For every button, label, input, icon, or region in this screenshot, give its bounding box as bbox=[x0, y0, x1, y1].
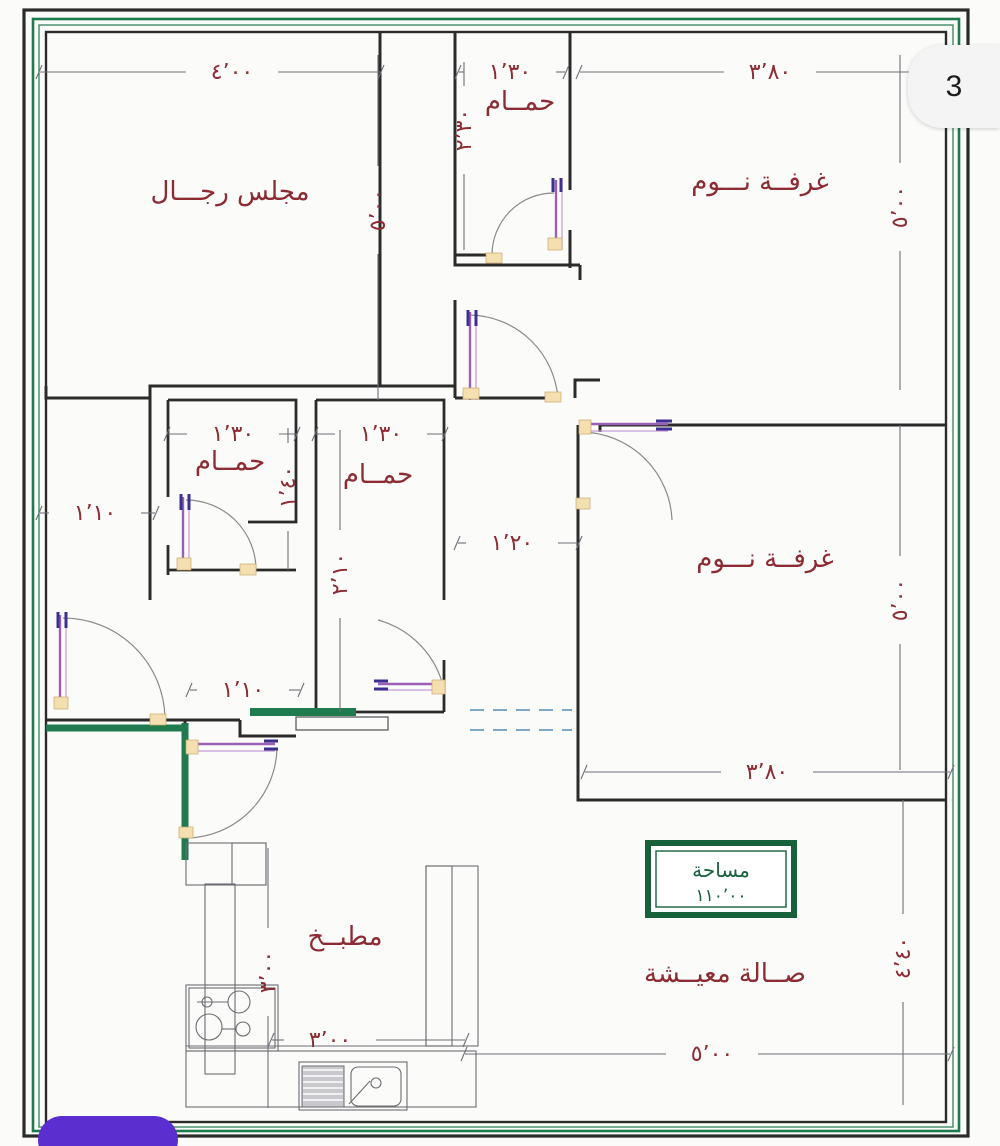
dimension-text: ٤٬٠٠ bbox=[211, 60, 253, 85]
page-number-badge[interactable]: 3 bbox=[908, 45, 1000, 128]
dimension-text: ٥٬٠٠ bbox=[888, 579, 913, 621]
dimension-text: ١٬٢٠ bbox=[491, 531, 533, 556]
door-bedroom-right bbox=[575, 419, 673, 521]
door-hall-left bbox=[53, 612, 167, 726]
dimension-bath-left-width: ١٬٣٠ bbox=[163, 422, 301, 447]
kitchen-fixtures bbox=[185, 842, 479, 1111]
dimension-corridor-mid: ١٬٢٠ bbox=[453, 531, 583, 556]
dimension-text: ٣٬٠٠ bbox=[309, 1028, 351, 1053]
dimension-bath-mid-width: ١٬٣٠ bbox=[311, 422, 449, 447]
dimension-bath-top-width: ١٬٣٠ bbox=[454, 60, 570, 85]
dimension-bedroom-top-width: ٣٬٨٠ bbox=[575, 60, 955, 85]
room-label-kitchen: مطبــخ bbox=[307, 922, 382, 952]
door-corridor-top bbox=[462, 310, 562, 403]
dimension-majlis-width: ٤٬٠٠ bbox=[35, 60, 385, 85]
door-bath-mid bbox=[374, 619, 446, 695]
dimension-text: ١٬١٠ bbox=[74, 501, 116, 526]
dimension-text: ١٬٣٠ bbox=[360, 422, 402, 447]
room-label-bedroom-right: غرفــة نـــوم bbox=[696, 544, 833, 574]
dimension-text: ٥٬٠٠ bbox=[888, 186, 913, 228]
door-kitchen bbox=[178, 739, 278, 839]
dimension-bedroom-top-h: ٥٬٠٠ bbox=[888, 55, 913, 390]
room-labels: مجلس رجـــال حمــام غرفــة نـــوم حمــام حمـ… bbox=[150, 87, 833, 989]
room-label-bedroom-top: غرفــة نـــوم bbox=[691, 167, 828, 197]
area-box: مساحة ١١٠٬٠٠ bbox=[645, 840, 797, 918]
dimension-text: ١٬٣٠ bbox=[212, 422, 254, 447]
outer-wall-boundary bbox=[22, 8, 970, 1138]
dimension-text: ١٬٤٠ bbox=[276, 466, 301, 508]
dimension-bedroom-right-w: ٣٬٨٠ bbox=[580, 760, 955, 785]
room-label-living: صــالة معيــشة bbox=[644, 959, 806, 989]
dimension-text: ٣٬٨٠ bbox=[746, 760, 788, 785]
sink-icon bbox=[298, 1061, 408, 1111]
dimension-kitchen-width: ٣٬٠٠ bbox=[267, 1028, 470, 1053]
dimension-living-width: ٥٬٠٠ bbox=[460, 1042, 955, 1067]
dimension-bath-top-height: ٢٬٣٠ bbox=[452, 62, 477, 250]
dimension-living-height: ٤٬٤٠ bbox=[891, 800, 916, 1105]
room-label-majlis: مجلس رجـــال bbox=[150, 177, 309, 207]
dimension-text: ٢٬١٠ bbox=[328, 553, 353, 595]
door-bath-left bbox=[176, 494, 257, 576]
room-label-bath-mid: حمــام bbox=[343, 460, 413, 490]
dimension-corridor-bottom: ١٬١٠ bbox=[185, 678, 305, 703]
door-bath-top bbox=[485, 178, 563, 264]
dimension-corridor-left: ١٬١٠ bbox=[35, 501, 160, 526]
area-title: مساحة bbox=[692, 858, 750, 882]
vertical-dimensions: ٥٬٠٠ ٢٬٣٠ ٥٬٠٠ ١٬٤٠ ٢٬١٠ ٥٬٠٠ ٣٬٠٠ ٤٬٤٠ bbox=[256, 55, 916, 1108]
dimension-bath-left-height: ١٬٤٠ bbox=[276, 428, 301, 570]
dimension-text: ٣٬٠٠ bbox=[256, 951, 281, 993]
stove-icon bbox=[188, 987, 276, 1049]
dimension-kitchen-height: ٣٬٠٠ bbox=[256, 848, 281, 1108]
dimension-bath-mid-height: ٢٬١٠ bbox=[328, 430, 353, 712]
ui-overlay-blob[interactable] bbox=[38, 1116, 178, 1146]
badge-number: 3 bbox=[945, 69, 963, 103]
dimension-majlis-height: ٥٬٠٠ bbox=[366, 55, 391, 400]
room-label-bath-left: حمــام bbox=[195, 447, 265, 477]
dimension-text: ٥٬٠٠ bbox=[366, 189, 391, 231]
horizontal-dimensions: ٤٬٠٠ ١٬٣٠ ٣٬٨٠ ١٬٣٠ ١٬٣٠ ١٬١٠ ١٬٢٠ ١٬١٠ ٣٬٨٠ ٣٬٠٠… bbox=[35, 60, 955, 1067]
dimension-text: ١٬١٠ bbox=[222, 678, 264, 703]
dimension-text: ٥٬٠٠ bbox=[691, 1042, 733, 1067]
room-label-bath-top: حمــام bbox=[485, 87, 555, 117]
door-symbols bbox=[53, 178, 673, 839]
dimension-bedroom-right-h: ٥٬٠٠ bbox=[888, 425, 913, 770]
dimension-text: ٤٬٤٠ bbox=[891, 937, 916, 979]
dimension-text: ٣٬٨٠ bbox=[749, 60, 791, 85]
dimension-text: ٢٬٣٠ bbox=[452, 109, 477, 151]
dimension-text: ١٬٣٠ bbox=[489, 60, 531, 85]
interior-walls bbox=[44, 32, 946, 860]
area-value: ١١٠٬٠٠ bbox=[695, 886, 746, 906]
